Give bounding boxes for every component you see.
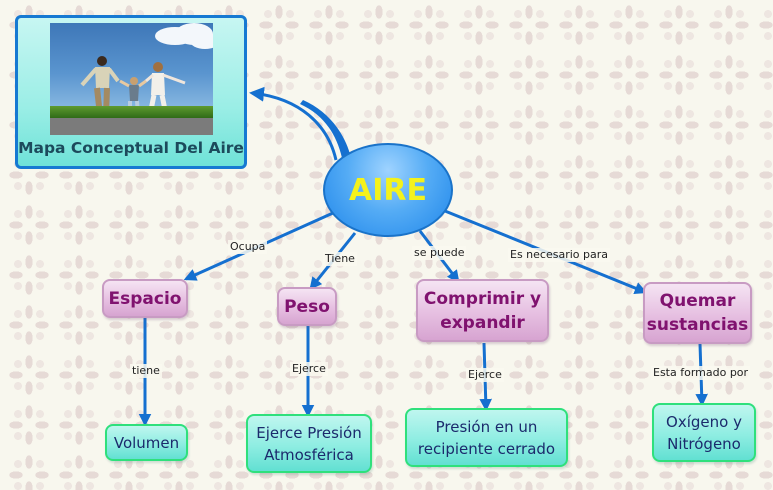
subtopic-oxigeno-nitrogeno[interactable]: Oxígeno y Nitrógeno (652, 403, 756, 462)
subtopic-oxigeno-line1: Oxígeno y (666, 412, 742, 431)
subtopic-presion-rec-line1: Presión en un (435, 417, 538, 436)
link-label-ocupa: Ocupa (228, 240, 268, 254)
subtopic-presion-atm-line1: Ejerce Presión (256, 423, 362, 442)
topic-peso-label: Peso (284, 296, 330, 317)
topic-espacio-label: Espacio (108, 288, 182, 309)
subtopic-volumen-label: Volumen (113, 433, 180, 452)
link-label-ejerce-atm: Ejerce (290, 362, 328, 376)
link-label-ejerce-recipiente: Ejerce (466, 368, 504, 382)
link-label-se-puede: se puede (412, 246, 467, 260)
subtopic-presion-rec-line2: recipiente cerrado (417, 439, 556, 458)
topic-quemar[interactable]: Quemar sustancias (643, 282, 752, 344)
topic-quemar-line2: sustancias (646, 315, 749, 335)
topic-quemar-line1: Quemar (659, 291, 736, 311)
link-label-tiene: Tiene (323, 252, 357, 266)
image-node-caption: Mapa Conceptual Del Aire (18, 139, 244, 157)
topic-comprimir-line1: Comprimir y (423, 288, 542, 309)
image-topic-node[interactable]: Mapa Conceptual Del Aire (15, 15, 247, 169)
subtopic-presion-recipiente[interactable]: Presión en un recipiente cerrado (405, 408, 568, 467)
link-aire-to-image (249, 86, 338, 161)
topic-espacio[interactable]: Espacio (102, 279, 188, 318)
link-label-es-necesario: Es necesario para (508, 248, 610, 262)
link-label-tiene-volumen: tiene (130, 364, 162, 378)
central-topic-aire[interactable]: AIRE (323, 143, 453, 237)
subtopic-volumen[interactable]: Volumen (105, 424, 188, 461)
topic-comprimir-line2: expandir (440, 312, 525, 333)
family-photo (50, 23, 213, 135)
subtopic-presion-atm-line2: Atmosférica (264, 445, 354, 464)
topic-peso[interactable]: Peso (277, 287, 337, 326)
topic-comprimir[interactable]: Comprimir y expandir (416, 279, 549, 342)
subtopic-oxigeno-line2: Nitrógeno (667, 434, 741, 453)
subtopic-presion-atmosferica[interactable]: Ejerce Presión Atmosférica (246, 414, 372, 473)
link-label-formado-por: Esta formado por (651, 366, 751, 380)
